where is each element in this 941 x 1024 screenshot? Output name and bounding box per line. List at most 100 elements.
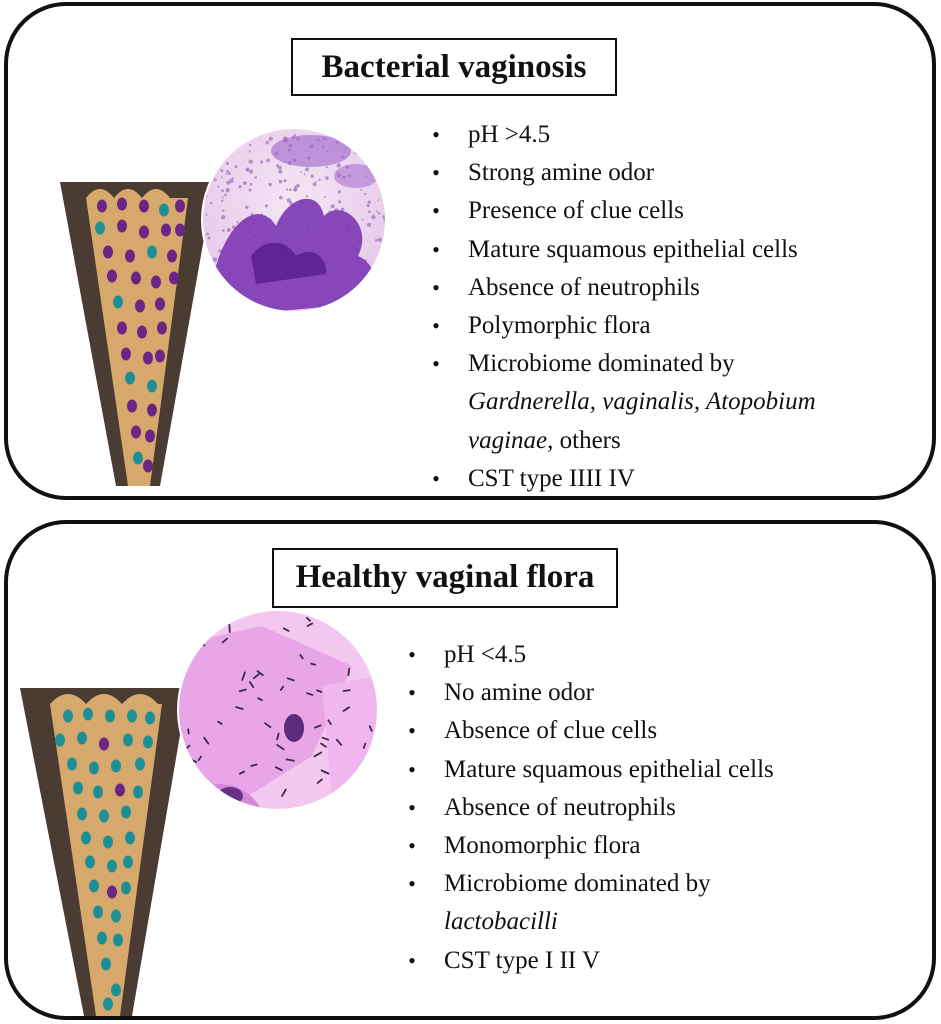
- bacterium-dot: [155, 349, 165, 363]
- bullet-item: • Presence of clue cells: [426, 192, 926, 230]
- bacterium-dot: [147, 379, 157, 393]
- healthy-illustration-svg: [20, 609, 379, 1016]
- bacterium-dot: [145, 429, 155, 443]
- bullet-dot: •: [408, 642, 416, 667]
- bacterium-dot: [157, 321, 167, 335]
- bacterium-dot: [113, 933, 123, 947]
- bacterium-dot: [125, 371, 135, 385]
- bv-illustration-svg: [60, 127, 387, 486]
- bacterium-dot: [139, 225, 149, 239]
- bullet-item: •Mature squamous epithelial cells: [402, 751, 902, 789]
- bullet-item: • Microbiome dominated by Gardnerella, vag…: [426, 345, 926, 460]
- bullet-dot: •: [432, 351, 440, 377]
- bullet-item: •Absence of clue cells: [402, 712, 902, 750]
- bullet-text: pH >4.5: [468, 121, 551, 148]
- bullet-text: Presence of clue cells: [468, 197, 684, 225]
- bullet-text: No amine odor: [444, 679, 594, 707]
- bacterium-dot: [93, 905, 103, 919]
- bacterium-dot: [85, 855, 95, 869]
- bullet-text: Monomorphic flora: [444, 832, 641, 860]
- bullet-dot: •: [432, 122, 440, 147]
- bacterium-dot: [113, 295, 123, 309]
- bacterium-dot: [121, 805, 131, 819]
- bacterium-dot: [111, 759, 121, 773]
- bullet-continuation-italic: vaginae,: [468, 426, 554, 454]
- bacterium-dot: [151, 275, 161, 289]
- bacterium-dot: [97, 931, 107, 945]
- bacterium-dot: [121, 881, 131, 895]
- bullet-item: • Polymorphic flora: [426, 307, 926, 345]
- bullet-item: • Microbiome dominated by lactobacilli: [402, 865, 902, 941]
- bacterium-dot: [63, 709, 73, 723]
- bacterium-dot: [99, 737, 109, 751]
- bullet-text: Absence of clue cells: [444, 717, 658, 745]
- bacterium-dot: [115, 783, 125, 797]
- bullet-item: •Absence of neutrophils: [426, 269, 926, 307]
- panel-title: Healthy vaginal flora: [272, 548, 618, 608]
- bacterium-dot: [103, 997, 113, 1011]
- bullet-continuation-text: others: [553, 426, 621, 454]
- bacterium-dot: [107, 885, 117, 899]
- bacterium-dot: [145, 711, 155, 725]
- bacterium-dot: [81, 831, 91, 845]
- bullet-dot: •: [408, 794, 416, 820]
- bullet-continuation-italic: lactobacilli: [444, 908, 558, 936]
- bullet-text: Polymorphic flora: [468, 312, 651, 340]
- bacterium-dot: [107, 269, 117, 283]
- bullet-dot: •: [432, 274, 440, 300]
- bacterium-dot: [125, 831, 135, 845]
- bullet-dot: •: [408, 947, 416, 973]
- bacterium-dot: [95, 221, 105, 235]
- bacterium-dot: [99, 809, 109, 823]
- bullet-dot: •: [408, 871, 416, 897]
- bullet-item: •Mature squamous epithelial cells: [426, 231, 926, 269]
- bacterium-dot: [127, 399, 137, 413]
- bacterium-dot: [137, 325, 147, 339]
- bullet-list: •pH >4.5•Strong amine odor•Presence of c…: [426, 116, 926, 496]
- bacterium-dot: [139, 199, 149, 213]
- bacterium-dot: [135, 299, 145, 313]
- bacterium-dot: [133, 785, 143, 799]
- bacterium-dot: [89, 879, 99, 893]
- bacterium-dot: [133, 451, 143, 465]
- bullet-item: •Absence of neutrophils: [402, 789, 902, 827]
- bacterium-dot: [89, 761, 99, 775]
- bacterium-dot: [159, 203, 169, 217]
- bullet-dot: •: [432, 313, 440, 339]
- bacterium-dot: [83, 707, 93, 721]
- bacterium-dot: [117, 219, 127, 233]
- panel-title: Bacterial vaginosis: [291, 38, 617, 96]
- bullet-dot: •: [432, 198, 440, 224]
- bullet-item: •CST type I II V: [402, 942, 902, 980]
- bacterium-dot: [123, 733, 133, 747]
- bullet-dot: •: [432, 160, 440, 186]
- bacterium-dot: [135, 757, 145, 771]
- bacteria-dots: [95, 197, 185, 473]
- bacterium-dot: [125, 249, 135, 263]
- bullet-text: Microbiome dominated by: [468, 350, 735, 378]
- bacterium-dot: [77, 731, 87, 745]
- bacterium-dot: [105, 709, 115, 723]
- bacterium-dot: [131, 425, 141, 439]
- bacterium-dot: [143, 735, 153, 749]
- bacterium-dot: [55, 733, 65, 747]
- bullet-item: •Strong amine odor: [426, 154, 926, 192]
- bacterium-dot: [111, 909, 121, 923]
- bacterium-dot: [123, 855, 133, 869]
- tube-lumen: [86, 189, 188, 486]
- bv-micrograph: [202, 128, 386, 312]
- bacteria-dots: [55, 707, 155, 1011]
- bullet-text: pH <4.5: [444, 641, 527, 668]
- bacterium-dot: [131, 271, 141, 285]
- bacterial-vaginosis-panel: Bacterial vaginosis • pH >4.5 •Strong amin…: [4, 2, 936, 500]
- bullet-item: • pH >4.5: [426, 116, 926, 154]
- bullet-continuation-italic: Gardnerella, vaginalis, Atopobium: [468, 388, 816, 416]
- healthy-flora-panel: Healthy vaginal flora •pH <4.5•No amine …: [4, 520, 936, 1020]
- bacterium-dot: [175, 223, 185, 237]
- bacterium-dot: [67, 757, 77, 771]
- bacterium-dot: [143, 351, 153, 365]
- bullet-item: •No amine odor: [402, 674, 902, 712]
- healthy-illustration: [12, 606, 392, 1016]
- bullet-list: •pH <4.5•No amine odor•Absence of clue c…: [402, 636, 902, 980]
- bullet-text: Microbiome dominated by: [444, 870, 711, 898]
